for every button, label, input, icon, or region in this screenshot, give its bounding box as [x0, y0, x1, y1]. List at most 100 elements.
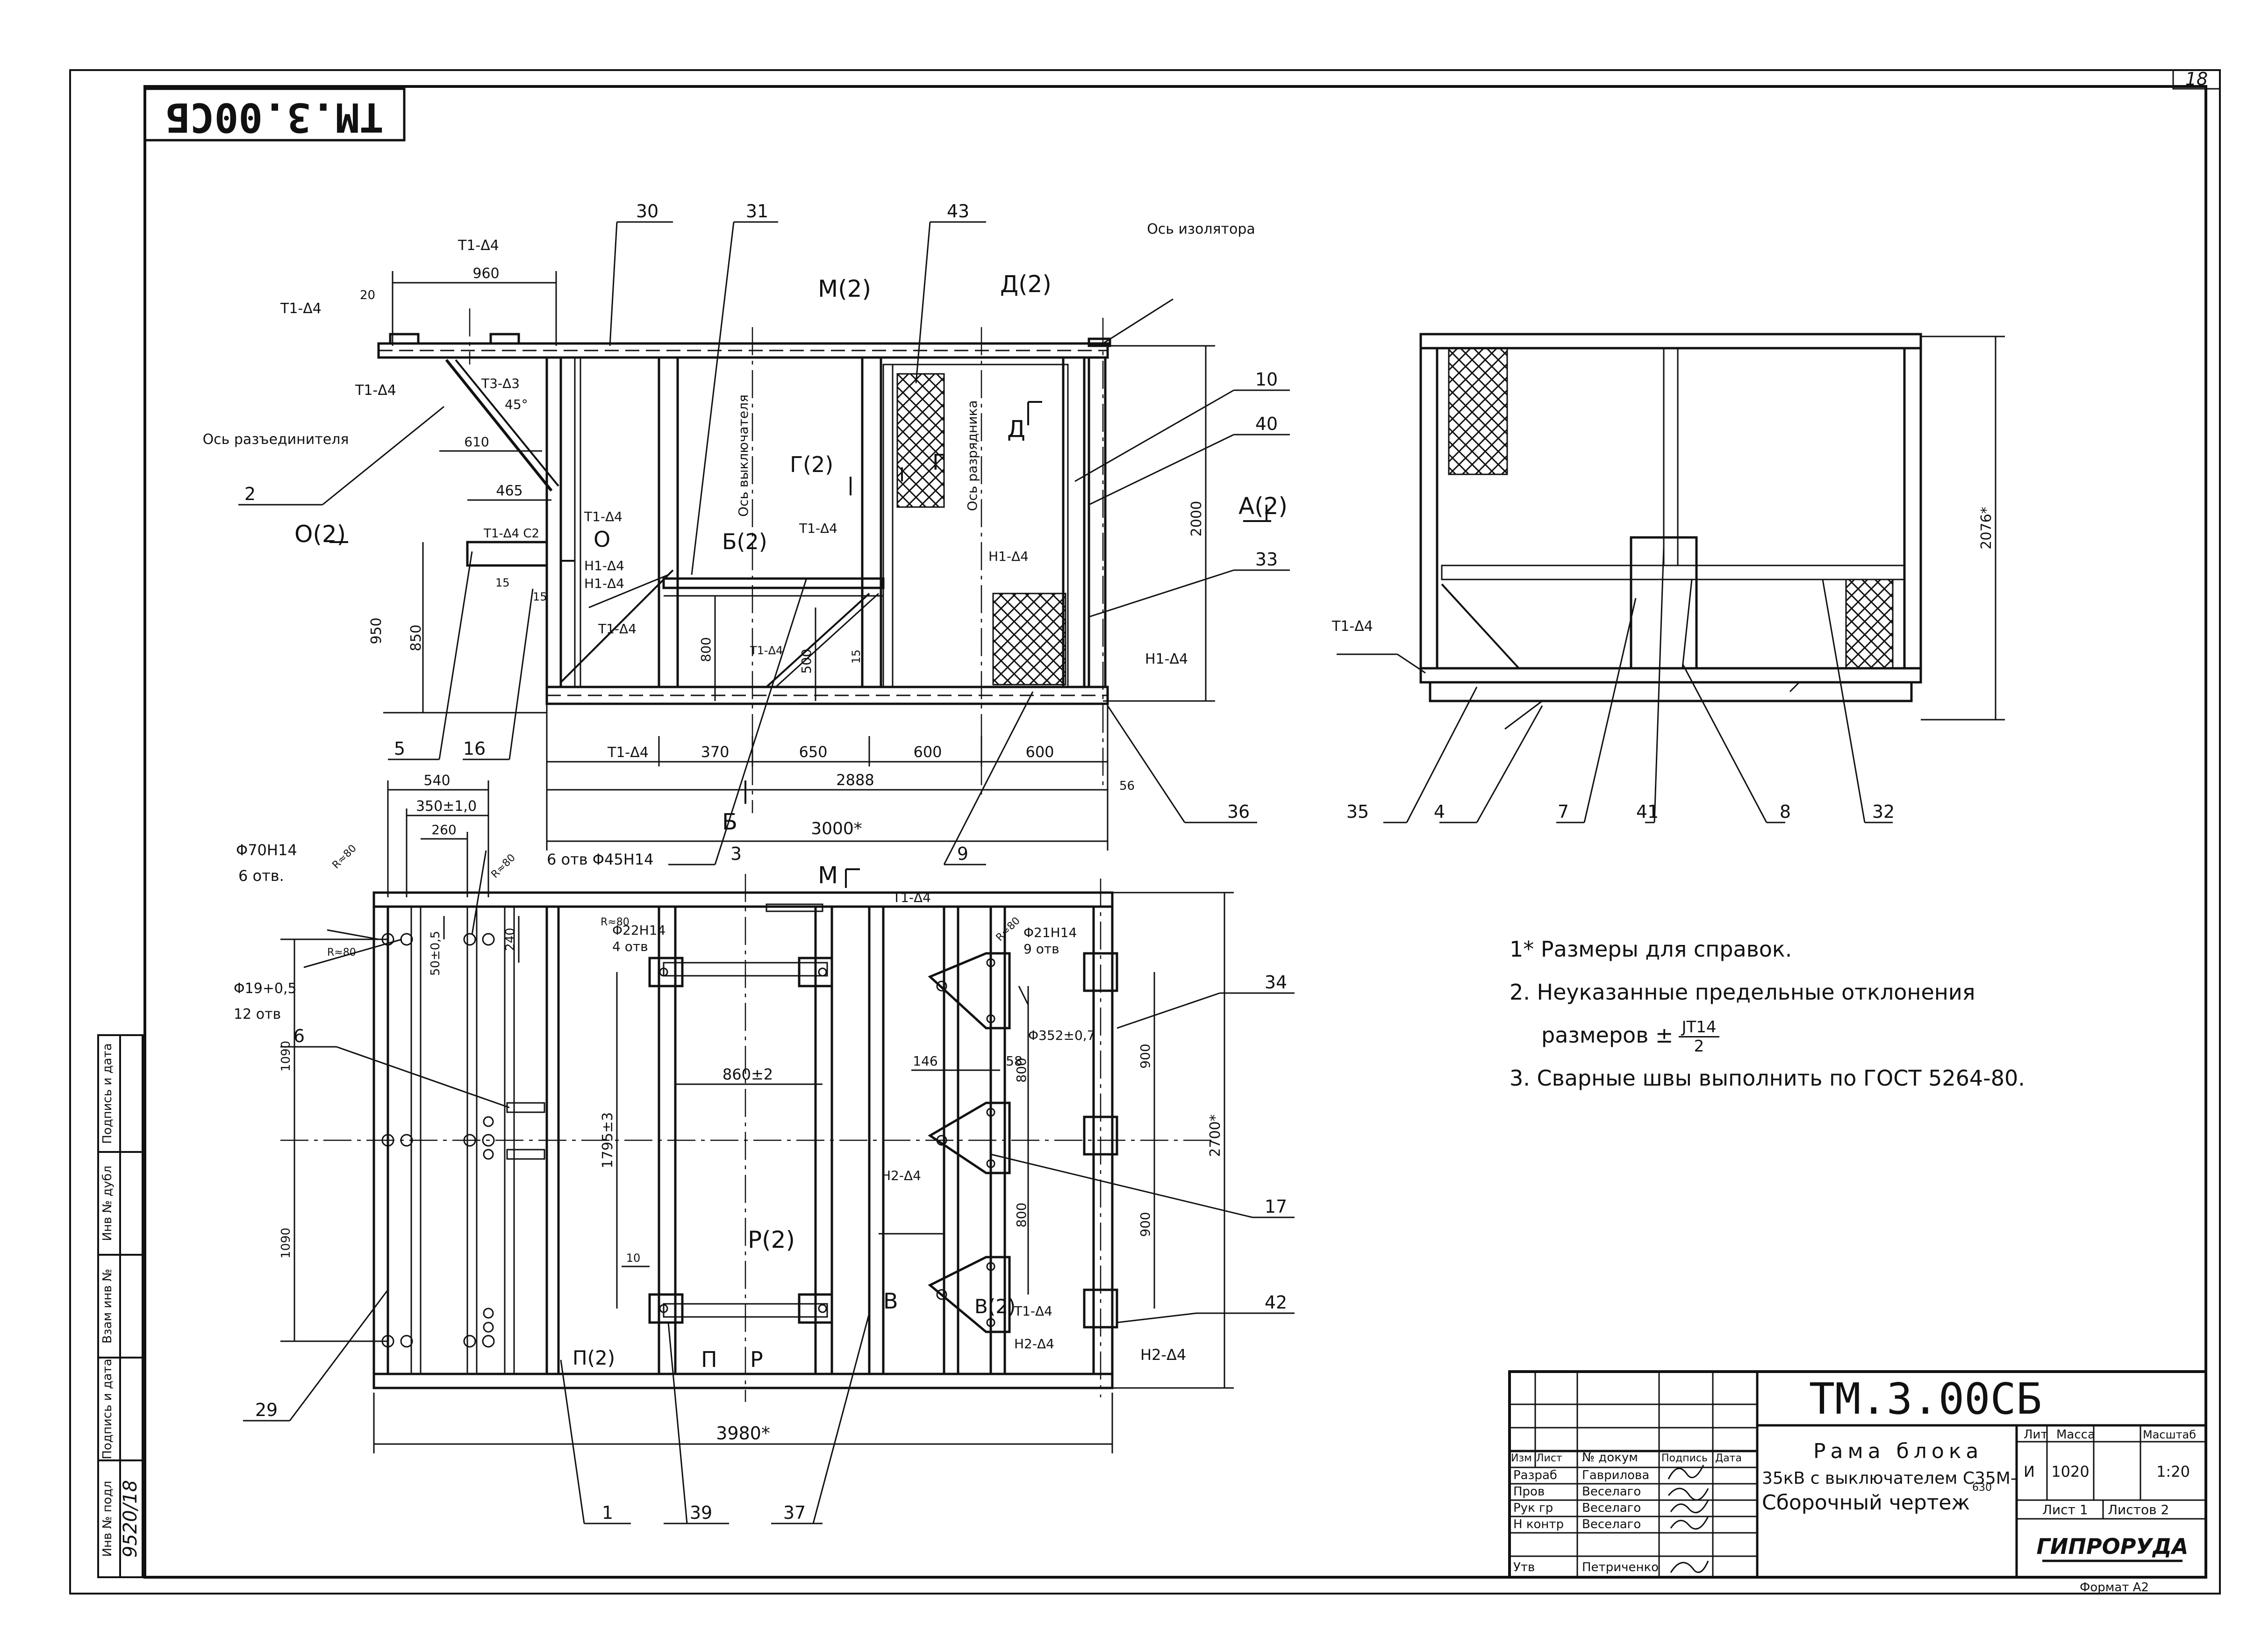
svg-text:Ось разъединителя: Ось разъединителя — [203, 431, 349, 448]
svg-text:34: 34 — [1265, 972, 1287, 993]
svg-text:В: В — [883, 1288, 898, 1314]
svg-text:260: 260 — [431, 822, 456, 837]
svg-text:Лист: Лист — [1536, 1452, 1562, 1464]
svg-text:20: 20 — [360, 288, 375, 302]
svg-text:О(2): О(2) — [294, 521, 346, 548]
svg-text:Д(2): Д(2) — [1000, 271, 1052, 298]
svg-text:6 отв.: 6 отв. — [238, 867, 284, 885]
svg-text:31: 31 — [746, 201, 768, 222]
plan-dimensions — [280, 780, 1234, 1453]
svg-text:6 отв Φ45Н14: 6 отв Φ45Н14 — [547, 851, 653, 868]
front-dimensions — [383, 271, 1215, 851]
svg-text:Взам инв №: Взам инв № — [100, 1269, 114, 1344]
svg-text:Т1-Δ4: Т1-Δ4 — [892, 890, 931, 905]
title-block-grid — [1508, 1370, 2207, 1579]
svg-text:Т1-Δ4: Т1-Δ4 — [607, 744, 649, 761]
inner-frame — [143, 85, 2207, 1579]
svg-text:10: 10 — [626, 1252, 641, 1265]
svg-text:36: 36 — [1227, 801, 1250, 822]
svg-text:3000*: 3000* — [811, 819, 862, 838]
svg-text:Т1-Δ4 С2: Т1-Δ4 С2 — [483, 527, 539, 541]
svg-text:Н2-Δ4: Н2-Δ4 — [1140, 1346, 1186, 1364]
svg-text:41: 41 — [1636, 801, 1659, 822]
side-stamp — [97, 1034, 143, 1578]
svg-text:4: 4 — [1434, 801, 1445, 822]
svg-text:R≈80: R≈80 — [489, 852, 518, 880]
organization-logo: ГИПРОРУДА — [2037, 1534, 2189, 1559]
svg-text:1:20: 1:20 — [2156, 1463, 2190, 1480]
svg-text:Н1-Δ4: Н1-Δ4 — [584, 576, 624, 591]
svg-text:Т1-Δ4: Т1-Δ4 — [584, 509, 623, 524]
svg-text:7: 7 — [1558, 801, 1569, 822]
svg-text:600: 600 — [1025, 743, 1054, 761]
svg-text:Петриченко: Петриченко — [1582, 1560, 1659, 1574]
svg-text:Т1-Δ4: Т1-Δ4 — [799, 521, 837, 536]
svg-text:Н1-Δ4: Н1-Δ4 — [1145, 651, 1188, 667]
rotated-code-box — [143, 87, 406, 142]
svg-text:800: 800 — [1014, 1058, 1029, 1082]
plan-holes — [381, 933, 995, 1348]
svg-text:15: 15 — [533, 590, 547, 603]
front-leaders — [238, 221, 1290, 865]
svg-text:960: 960 — [472, 265, 499, 282]
note-2: 2. Неуказанные предельные отклонения — [1510, 980, 1975, 1005]
svg-text:Т1-Δ4: Т1-Δ4 — [598, 621, 637, 636]
rotated-code: ТМ.3.00СБ — [166, 94, 384, 141]
svg-text:30: 30 — [636, 201, 658, 222]
svg-text:650: 650 — [799, 743, 827, 761]
svg-text:Т1-Δ4: Т1-Δ4 — [1331, 618, 1373, 635]
title-line2: 35кВ с выключателем С35М- — [1762, 1469, 2017, 1488]
svg-text:Веселаго: Веселаго — [1582, 1485, 1641, 1499]
svg-text:Н2-Δ4: Н2-Δ4 — [881, 1168, 921, 1183]
svg-text:Ось выключателя: Ось выключателя — [736, 394, 751, 517]
note-1: 1* Размеры для справок. — [1510, 937, 1792, 962]
title-line1: Рама блока — [1813, 1439, 1983, 1463]
svg-text:10: 10 — [1255, 369, 1278, 390]
svg-text:9: 9 — [957, 844, 968, 864]
svg-text:Т3-Δ3: Т3-Δ3 — [481, 376, 520, 391]
svg-text:42: 42 — [1265, 1292, 1287, 1313]
svg-text:Масса: Масса — [2056, 1428, 2095, 1442]
drawing-labels: Ось изолятора Ось разъединителя Ось выкл… — [203, 221, 1373, 1372]
svg-text:16: 16 — [463, 738, 486, 759]
svg-text:И: И — [2024, 1463, 2035, 1480]
svg-text:3: 3 — [730, 844, 742, 864]
technical-notes: 1* Размеры для справок. 2. Неуказанные п… — [1510, 928, 2164, 1100]
svg-text:15: 15 — [850, 650, 863, 664]
svg-text:Н2-Δ4: Н2-Δ4 — [1014, 1336, 1054, 1352]
sheet-number: 18 — [2185, 69, 2208, 89]
svg-text:Веселаго: Веселаго — [1582, 1501, 1641, 1515]
dimension-texts: 960 20 610 465 950 850 15 15 800 500 15 … — [279, 265, 1995, 1444]
svg-text:40: 40 — [1255, 414, 1278, 434]
svg-text:1020: 1020 — [2051, 1463, 2089, 1480]
svg-text:29: 29 — [255, 1400, 278, 1420]
svg-text:37: 37 — [783, 1502, 806, 1523]
svg-text:Изм: Изм — [1511, 1452, 1532, 1464]
svg-text:Φ70Н14: Φ70Н14 — [236, 841, 297, 859]
svg-text:35: 35 — [1346, 801, 1369, 822]
svg-text:33: 33 — [1255, 549, 1278, 570]
svg-text:Φ21Н14: Φ21Н14 — [1023, 925, 1077, 940]
svg-text:600: 600 — [913, 743, 942, 761]
front-elevation — [377, 333, 1111, 705]
format-label: Формат А2 — [2080, 1580, 2149, 1595]
svg-text:Φ22Н14: Φ22Н14 — [612, 923, 666, 938]
svg-text:2700*: 2700* — [1207, 1114, 1224, 1157]
svg-text:1090: 1090 — [279, 1228, 293, 1259]
svg-text:540: 540 — [423, 772, 450, 789]
title-line2-sup: 630 — [1972, 1482, 1992, 1494]
svg-text:Д: Д — [1007, 415, 1025, 443]
svg-text:Подпись: Подпись — [1661, 1452, 1708, 1464]
svg-text:Инв № дубл: Инв № дубл — [100, 1166, 114, 1241]
svg-text:465: 465 — [496, 483, 522, 499]
side-elevation — [1419, 333, 1922, 730]
svg-text:3980*: 3980* — [716, 1423, 770, 1444]
svg-text:Рук гр: Рук гр — [1513, 1501, 1553, 1515]
svg-text:2000: 2000 — [1188, 501, 1205, 536]
svg-text:350±1,0: 350±1,0 — [416, 798, 477, 815]
svg-text:Φ19+0,5: Φ19+0,5 — [234, 980, 297, 997]
svg-text:800: 800 — [1014, 1202, 1029, 1227]
